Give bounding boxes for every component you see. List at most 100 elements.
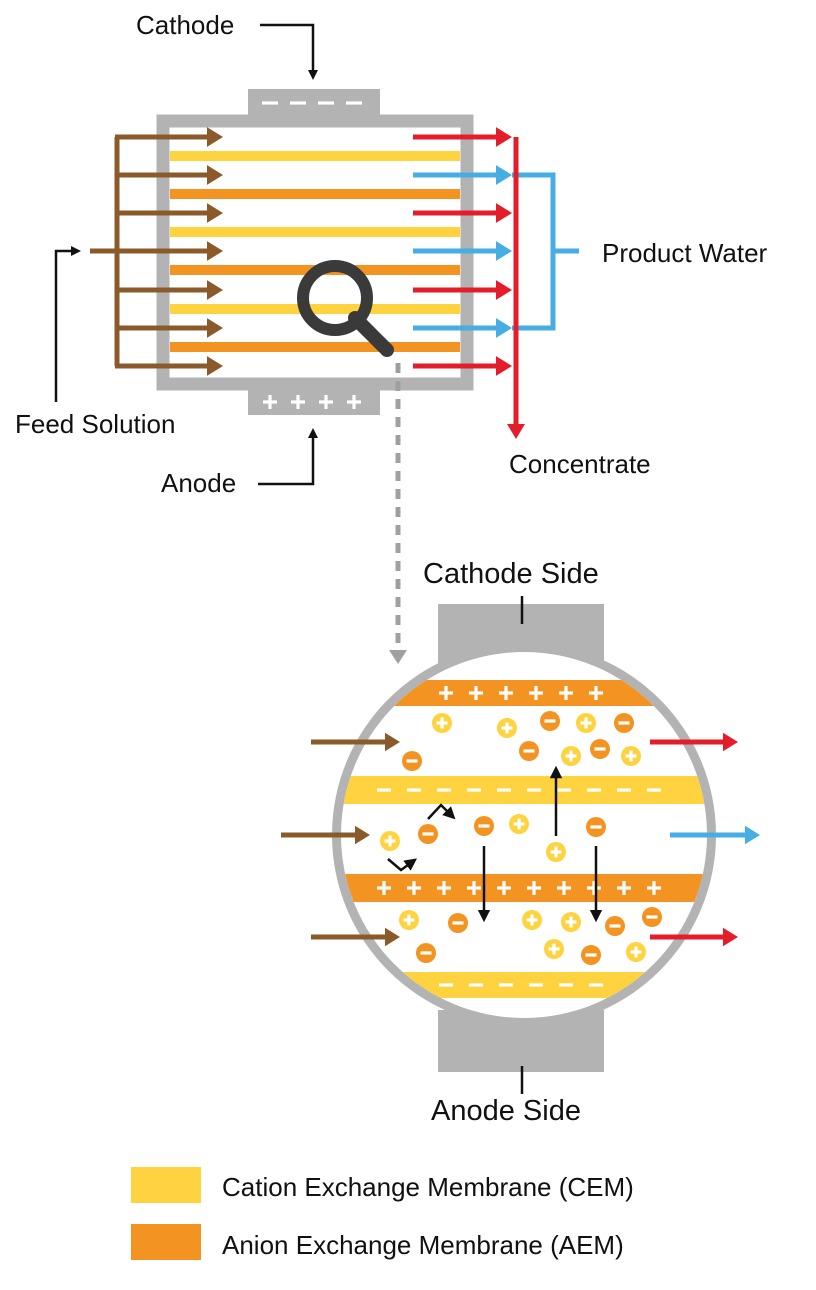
anode-side-label: Anode Side xyxy=(431,1095,581,1127)
cation-icon xyxy=(576,713,596,733)
cation-icon xyxy=(621,746,641,766)
detail-concentrate-arrow xyxy=(650,732,738,752)
anode-plus-sign xyxy=(319,395,333,409)
anion-icon xyxy=(418,824,438,844)
anode-plus-sign xyxy=(263,395,277,409)
concentrate-outlet-arrow-head xyxy=(496,127,512,147)
product-outlet-arrow-head xyxy=(496,165,512,185)
repel-arrow-1 xyxy=(427,803,456,820)
cathode-minus-sign xyxy=(318,101,334,105)
feed-arrow-head xyxy=(207,241,223,261)
minus-glyph xyxy=(452,921,464,925)
membrane-cem xyxy=(170,151,460,161)
membrane-charge-sign xyxy=(589,686,603,700)
cathode-minus-sign xyxy=(290,101,306,105)
membrane-charge-sign xyxy=(467,788,481,792)
minus-glyph xyxy=(590,825,602,829)
minus-glyph xyxy=(618,721,630,725)
anode-label: Anode xyxy=(161,468,236,498)
magnifier-icon xyxy=(297,260,394,357)
cation-icon xyxy=(399,910,419,930)
anion-icon xyxy=(474,816,494,836)
feed-arrow-head xyxy=(207,165,223,185)
membrane-charge-sign xyxy=(647,788,661,792)
membrane-charge-sign xyxy=(407,788,421,792)
anion-icon xyxy=(586,817,606,837)
anode-plus-sign xyxy=(291,395,305,409)
anode-pointer xyxy=(258,428,318,486)
cation-icon xyxy=(432,713,452,733)
plus-glyph xyxy=(526,914,538,926)
cation-icon xyxy=(522,910,542,930)
cation-icon xyxy=(380,831,400,851)
minus-glyph xyxy=(594,747,606,751)
concentrate-outlet-arrow xyxy=(413,127,512,147)
feed-pointer xyxy=(54,246,81,402)
anion-icon xyxy=(519,741,539,761)
minus-glyph xyxy=(523,749,535,753)
top-outlets xyxy=(413,127,579,439)
feed-arrow xyxy=(115,280,223,300)
concentrate-label: Concentrate xyxy=(509,449,651,479)
membrane-cem xyxy=(170,304,460,314)
detail-product-arrow-head xyxy=(745,825,760,845)
membrane-charge-sign xyxy=(559,686,573,700)
feed-arrow xyxy=(115,203,223,223)
anion-icon xyxy=(590,739,610,759)
concentrate-outlet-arrow xyxy=(413,203,512,223)
detail-concentrate-arrow xyxy=(650,927,738,947)
plus-glyph xyxy=(501,722,513,734)
feed-manifold xyxy=(90,127,223,376)
concentrate-outlet-arrow-head xyxy=(496,203,512,223)
membrane-charge-sign xyxy=(497,881,511,895)
membrane-charge-sign xyxy=(647,881,661,895)
anode-signs xyxy=(263,395,361,409)
anion-icon xyxy=(540,711,560,731)
cathode-side-label: Cathode Side xyxy=(423,558,599,590)
membrane-aem xyxy=(170,189,460,199)
feed-arrow xyxy=(115,318,223,338)
cation-icon xyxy=(544,939,564,959)
membrane-cem xyxy=(170,227,460,237)
detail-feed-arrow-head xyxy=(355,825,370,845)
minus-glyph xyxy=(585,953,597,957)
detail-concentrate-arrow-head xyxy=(723,927,738,947)
detail-product-arrow xyxy=(670,825,760,845)
product-outlet-arrow xyxy=(413,165,512,185)
legend: Cation Exchange Membrane (CEM) Anion Exc… xyxy=(131,1167,634,1260)
cathode-pointer xyxy=(260,23,318,80)
feed-solution-label: Feed Solution xyxy=(15,409,175,439)
feed-arrow-head xyxy=(207,318,223,338)
minus-glyph xyxy=(420,951,432,955)
minus-glyph xyxy=(544,719,556,723)
cation-icon xyxy=(497,718,517,738)
anion-icon xyxy=(605,916,625,936)
zoom-link-arrowhead xyxy=(389,650,407,664)
feed-arrow-head xyxy=(207,356,223,376)
membrane-charge-sign xyxy=(437,788,451,792)
membrane-charge-sign xyxy=(589,983,603,987)
cation-icon xyxy=(561,746,581,766)
anion-icon xyxy=(614,713,634,733)
concentrate-outlet-arrow xyxy=(413,356,512,376)
repel-arrow-2 xyxy=(387,858,418,872)
detail-membrane-aem xyxy=(341,874,707,902)
feed-arrow xyxy=(115,127,223,147)
plus-glyph xyxy=(513,818,525,830)
membrane-charge-sign xyxy=(587,788,601,792)
membrane-charge-sign xyxy=(439,686,453,700)
membrane-charge-sign xyxy=(497,788,511,792)
membrane-charge-sign xyxy=(587,881,601,895)
concentrate-outlet-arrow xyxy=(413,280,512,300)
plus-glyph xyxy=(565,750,577,762)
membrane-charge-sign xyxy=(617,881,631,895)
plus-glyph xyxy=(625,750,637,762)
detail-feed-arrow xyxy=(311,732,400,752)
anion-icon xyxy=(581,945,601,965)
legend-label-cem: Cation Exchange Membrane (CEM) xyxy=(222,1172,634,1202)
detail-feed-arrow-head xyxy=(385,732,400,752)
membrane-charge-sign xyxy=(559,983,573,987)
plus-glyph xyxy=(403,914,415,926)
product-water-label: Product Water xyxy=(602,238,768,268)
minus-glyph xyxy=(646,915,658,919)
